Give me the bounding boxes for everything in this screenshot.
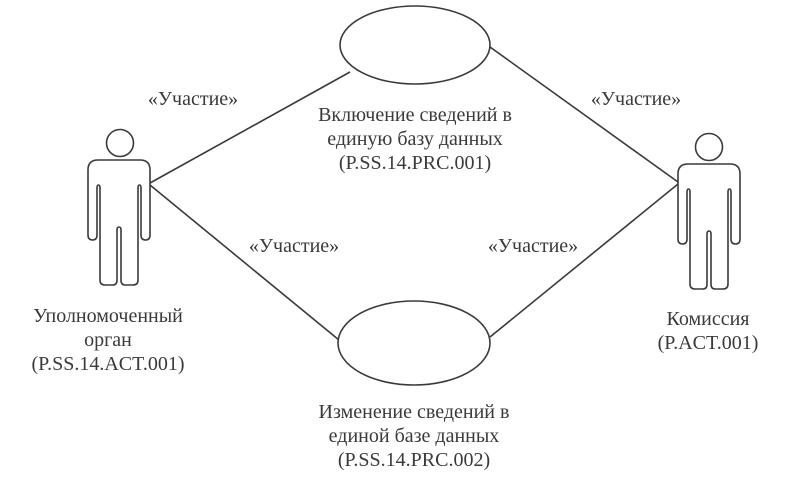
use-case-label-1: Включение сведений в единую базу данных … bbox=[318, 103, 512, 175]
association-label: «Участие» bbox=[248, 235, 340, 257]
use-case-label-2: Изменение сведений в единой базе данных … bbox=[319, 400, 510, 472]
actor-code: (P.ACT.001) bbox=[657, 332, 759, 354]
association-line-actor2-uc1 bbox=[489, 46, 679, 183]
actor-name: орган bbox=[84, 329, 132, 351]
association-label: «Участие» bbox=[147, 88, 239, 110]
use-case-code: (P.SS.14.PRC.002) bbox=[337, 449, 491, 471]
use-case-title-line: единую базу данных bbox=[327, 128, 503, 150]
actor-label-left: Уполномоченный орган (P.SS.14.ACT.001) bbox=[32, 304, 185, 376]
association-label: «Участие» bbox=[590, 88, 682, 110]
actor-code: (P.SS.14.ACT.001) bbox=[31, 353, 185, 375]
use-case-code: (P.SS.14.PRC.001) bbox=[338, 152, 492, 174]
use-case-title-line: Изменение сведений в bbox=[318, 401, 510, 423]
use-case-title-line: Включение сведений в bbox=[318, 104, 512, 126]
use-case-ellipse-2[interactable] bbox=[337, 300, 491, 386]
association-line-actor1-uc2 bbox=[149, 184, 340, 341]
actor-name: Комиссия bbox=[666, 308, 750, 330]
association-label: «Участие» bbox=[487, 235, 579, 257]
association-line-actor1-uc1 bbox=[149, 71, 351, 184]
use-case-title-line: единой базе данных bbox=[328, 425, 500, 447]
actor-label-right: Комиссия (P.ACT.001) bbox=[658, 307, 759, 355]
actor-name: Уполномоченный bbox=[33, 305, 183, 327]
association-line-actor2-uc2 bbox=[489, 183, 679, 338]
actor-icon-left[interactable] bbox=[87, 128, 151, 286]
actor-icon-right[interactable] bbox=[677, 132, 741, 290]
use-case-ellipse-1[interactable] bbox=[339, 5, 491, 85]
